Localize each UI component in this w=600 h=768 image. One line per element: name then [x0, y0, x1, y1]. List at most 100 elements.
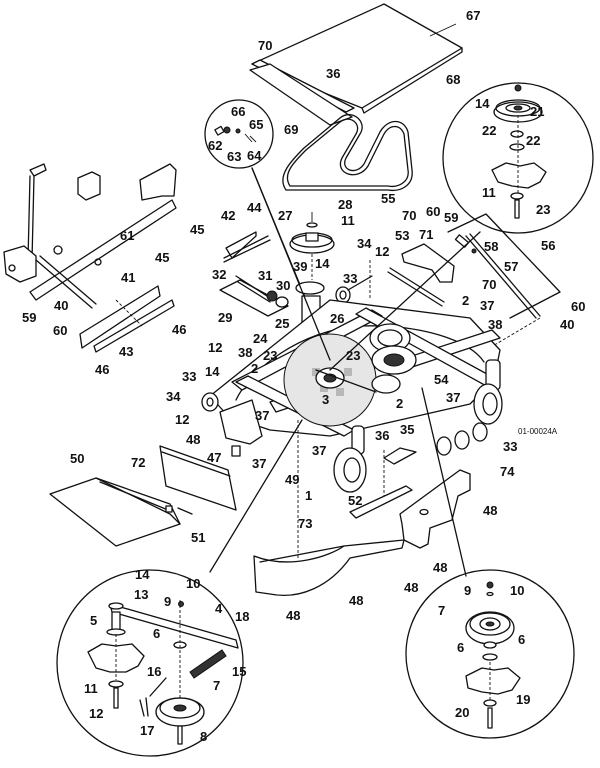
callout-11: 11 — [482, 185, 496, 200]
callout-70: 70 — [482, 277, 496, 292]
callout-14: 14 — [315, 256, 330, 271]
callout-6: 6 — [457, 640, 464, 655]
callout-48: 48 — [286, 608, 300, 623]
mower-blade — [349, 447, 417, 519]
callout-46: 46 — [95, 362, 109, 377]
callout-53: 53 — [395, 228, 409, 243]
callout-7: 7 — [438, 603, 445, 618]
callout-55: 55 — [381, 191, 395, 206]
callout-2: 2 — [251, 361, 258, 376]
callout-37: 37 — [480, 298, 494, 313]
callout-17: 17 — [140, 723, 154, 738]
discharge-chute-50 — [49, 477, 193, 547]
callout-14: 14 — [205, 364, 220, 379]
callout-67: 67 — [466, 8, 480, 23]
callout-48: 48 — [349, 593, 363, 608]
callout-44: 44 — [247, 200, 262, 215]
mower-deck-housing — [209, 299, 501, 437]
callout-28: 28 — [338, 197, 352, 212]
callout-25: 25 — [275, 316, 289, 331]
callout-6: 6 — [518, 632, 525, 647]
callout-24: 24 — [253, 331, 268, 346]
callout-70: 70 — [258, 38, 272, 53]
callout-45: 45 — [190, 222, 204, 237]
deflector-72 — [159, 445, 237, 511]
callout-57: 57 — [504, 259, 518, 274]
callout-38: 38 — [238, 345, 252, 360]
callout-9: 9 — [164, 594, 171, 609]
callout-19: 19 — [516, 692, 530, 707]
callout-37: 37 — [255, 408, 269, 423]
callout-43: 43 — [119, 344, 133, 359]
detail-circle-idler-pulley — [442, 82, 594, 234]
callout-21: 21 — [530, 104, 544, 119]
callout-6: 6 — [153, 626, 160, 641]
callout-4: 4 — [215, 601, 223, 616]
callout-72: 72 — [131, 455, 145, 470]
callout-60: 60 — [571, 299, 585, 314]
callout-9: 9 — [464, 583, 471, 598]
callout-29: 29 — [218, 310, 232, 325]
callout-14: 14 — [475, 96, 490, 111]
callout-60: 60 — [426, 204, 440, 219]
callout-66: 66 — [231, 104, 245, 119]
drive-belt — [282, 113, 413, 192]
callout-37: 37 — [312, 443, 326, 458]
anti-scalp-rollers-right — [436, 422, 488, 456]
callout-10: 10 — [186, 576, 200, 591]
detail-leader-lines — [209, 167, 481, 577]
callout-8: 8 — [200, 729, 207, 744]
callout-41: 41 — [121, 270, 135, 285]
callout-5: 5 — [90, 613, 97, 628]
callout-58: 58 — [484, 239, 498, 254]
callout-48: 48 — [186, 432, 200, 447]
callout-73: 73 — [298, 516, 312, 531]
callout-38: 38 — [488, 317, 502, 332]
callout-15: 15 — [232, 664, 246, 679]
callout-48: 48 — [433, 560, 447, 575]
callout-48: 48 — [483, 503, 497, 518]
shield-plate-29 — [219, 275, 289, 317]
callout-36: 36 — [326, 66, 340, 81]
callout-12: 12 — [89, 706, 103, 721]
callout-69: 69 — [284, 122, 298, 137]
callout-14: 14 — [135, 567, 150, 582]
callout-39: 39 — [293, 259, 307, 274]
callout-22: 22 — [526, 133, 540, 148]
caster-wheel-left — [333, 425, 367, 493]
callout-13: 13 — [134, 587, 148, 602]
callout-61: 61 — [120, 228, 134, 243]
detail-circle-idler-arm — [56, 569, 244, 757]
callout-40: 40 — [560, 317, 574, 332]
callout-10: 10 — [510, 583, 524, 598]
deck-cover-panel — [249, 3, 463, 126]
callout-45: 45 — [155, 250, 169, 265]
callout-56: 56 — [541, 238, 555, 253]
callout-36: 36 — [375, 428, 389, 443]
callout-71: 71 — [419, 227, 433, 242]
left-deck-bracket — [219, 399, 299, 560]
callout-2: 2 — [396, 396, 403, 411]
callout-54: 54 — [434, 372, 449, 387]
callout-32: 32 — [212, 267, 226, 282]
callout-42: 42 — [221, 208, 235, 223]
callout-35: 35 — [400, 422, 414, 437]
baffle-41-43 — [79, 285, 175, 353]
callout-33: 33 — [343, 271, 357, 286]
callout-22: 22 — [482, 123, 496, 138]
callout-34: 34 — [166, 389, 181, 404]
callout-60: 60 — [53, 323, 67, 338]
baffle-42 — [223, 231, 271, 263]
callout-40: 40 — [54, 298, 68, 313]
callout-37: 37 — [446, 390, 460, 405]
callout-50: 50 — [70, 451, 84, 466]
mulch-baffle-73 — [253, 539, 405, 596]
callout-11: 11 — [84, 681, 98, 696]
callout-33: 33 — [182, 369, 196, 384]
lift-frame-assembly — [3, 163, 177, 309]
detail-circle-blade-pulley — [405, 569, 575, 739]
callout-30: 30 — [276, 278, 290, 293]
callout-52: 52 — [348, 493, 362, 508]
